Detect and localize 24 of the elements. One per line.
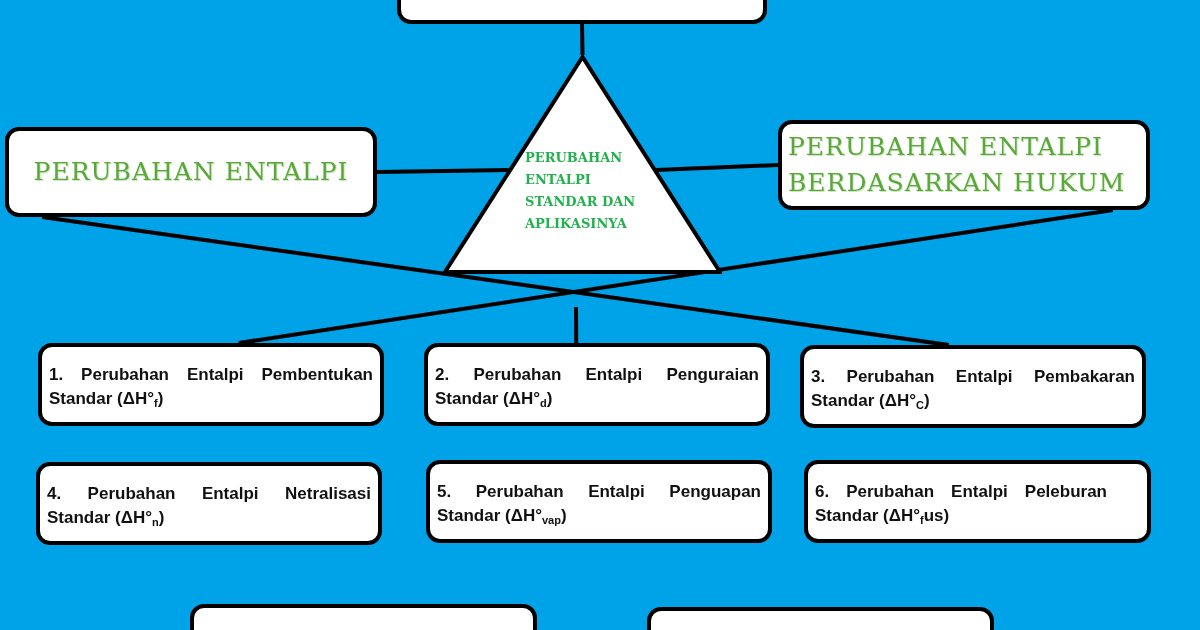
topic-text: 4. Perubahan Entalpi Netralisasi Standar (ΔH°$_{n}$) [47,483,371,530]
heading-text: PERUBAHAN ENTALPI BERDASARKAN HUKUM [788,131,1127,199]
topic-text: 5. Perubahan Entalpi Penguapan Standar (ΔH°$_{vap}$) [437,481,761,528]
topic-text: 6. Perubahan Entalpi Peleburan Standar (ΔH°$_{f}$us) [815,481,1107,528]
connector-line [656,163,779,172]
heading-box [5,127,377,217]
connector-line [41,215,950,347]
connector-line [574,307,579,343]
topic-box [424,343,770,426]
topic-text: 3. Perubahan Entalpi Pembakaran Standar (ΔH°$_{C}$) [811,366,1135,413]
topic-box [804,460,1151,543]
triangle-node [443,55,722,274]
topic-box [38,343,384,426]
topic-text: 1. Perubahan Entalpi Pembentukan Standar (ΔH°$_{f}$) [49,364,373,411]
topic-box [800,345,1146,428]
topic-box [426,460,772,543]
topic-text: 2. Perubahan Entalpi Penguraian Standar (ΔH°$_{d}$) [435,364,759,411]
heading-box [778,120,1150,210]
topic-box [36,462,382,545]
connector-line [580,23,585,56]
triangle-label: PERUBAHAN ENTALPI STANDAR DAN APLIKASINYA [525,149,637,233]
heading-text: PERUBAHAN ENTALPI [33,156,349,188]
connector-line [238,208,1114,345]
connector-line [376,168,509,174]
